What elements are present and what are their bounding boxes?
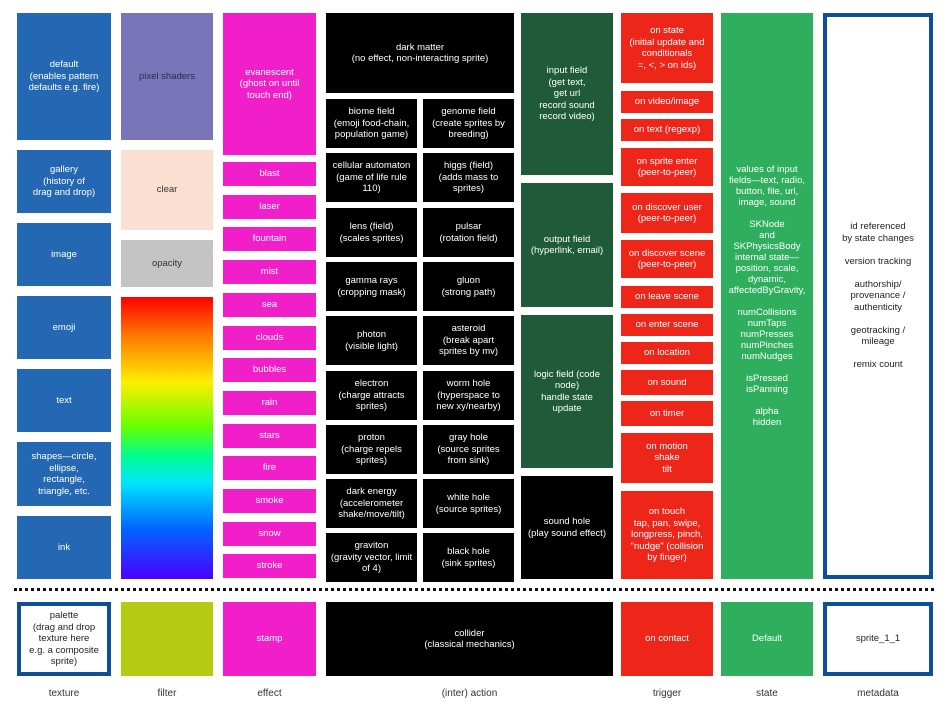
texture-emoji[interactable]: emoji (17, 296, 111, 359)
trigger-item[interactable]: on leave scene (621, 286, 713, 308)
action-right-item[interactable]: black hole (sink sprites) (423, 533, 514, 582)
output-field[interactable]: output field (hyperlink, email) (521, 183, 613, 307)
state-values[interactable]: values of input fields—text, radio, butt… (721, 13, 813, 579)
texture-image[interactable]: image (17, 223, 111, 286)
action-left-item[interactable]: lens (field) (scales sprites) (326, 208, 417, 257)
effect-evanescent[interactable]: evanescent (ghost on until touch end) (223, 13, 316, 155)
logic-field[interactable]: logic field (code node) handle state upd… (521, 315, 613, 468)
effect-item[interactable]: clouds (223, 326, 316, 350)
action-dark-matter[interactable]: dark matter (no effect, non-interacting … (326, 13, 514, 93)
action-right-item[interactable]: white hole (source sprites) (423, 479, 514, 528)
action-left-item[interactable]: photon (visible light) (326, 316, 417, 365)
metadata-panel[interactable]: id referenced by state changes version t… (823, 13, 933, 579)
action-right-item[interactable]: genome field (create sprites by breeding… (423, 99, 514, 148)
filter-opacity[interactable]: opacity (121, 240, 213, 287)
effect-stamp[interactable]: stamp (223, 602, 316, 676)
effect-item[interactable]: blast (223, 162, 316, 186)
texture-ink[interactable]: ink (17, 516, 111, 579)
trigger-item[interactable]: on sound (621, 370, 713, 395)
metadata-sprite-id[interactable]: sprite_1_1 (823, 602, 933, 676)
trigger-item[interactable]: on discover scene (peer-to-peer) (621, 240, 713, 278)
texture-gallery[interactable]: gallery (history of drag and drop) (17, 150, 111, 213)
trigger-item[interactable]: on text (regexp) (621, 119, 713, 141)
trigger-item[interactable]: on location (621, 342, 713, 364)
effect-item[interactable]: fire (223, 456, 316, 480)
action-right-item[interactable]: higgs (field) (adds mass to sprites) (423, 153, 514, 202)
trigger-item[interactable]: on enter scene (621, 314, 713, 336)
filter-lime-swatch[interactable] (121, 602, 213, 676)
action-left-item[interactable]: gamma rays (cropping mask) (326, 262, 417, 311)
trigger-item[interactable]: on timer (621, 401, 713, 426)
trigger-item[interactable]: on state (initial update and conditional… (621, 13, 713, 83)
action-left-item[interactable]: electron (charge attracts sprites) (326, 371, 417, 420)
trigger-on-contact[interactable]: on contact (621, 602, 713, 676)
effect-item[interactable]: snow (223, 522, 316, 546)
action-left-item[interactable]: cellular automaton (game of life rule 11… (326, 153, 417, 202)
texture-default[interactable]: default (enables pattern defaults e.g. f… (17, 13, 111, 140)
label-metadata: metadata (857, 687, 899, 699)
texture-text[interactable]: text (17, 369, 111, 432)
action-left-item[interactable]: proton (charge repels sprites) (326, 425, 417, 474)
label-effect: effect (257, 687, 282, 699)
filter-pixel-shaders[interactable]: pixel shaders (121, 13, 213, 140)
sound-hole[interactable]: sound hole (play sound effect) (521, 476, 613, 579)
label-state: state (756, 687, 778, 699)
action-right-item[interactable]: gray hole (source sprites from sink) (423, 425, 514, 474)
effect-item[interactable]: stars (223, 424, 316, 448)
dotted-separator (14, 588, 934, 591)
effect-item[interactable]: laser (223, 195, 316, 219)
filter-color-spectrum[interactable] (121, 297, 213, 579)
effect-item[interactable]: smoke (223, 489, 316, 513)
action-left-item[interactable]: biome field (emoji food-chain, populatio… (326, 99, 417, 148)
effect-item[interactable]: stroke (223, 554, 316, 578)
action-right-item[interactable]: gluon (strong path) (423, 262, 514, 311)
effect-item[interactable]: mist (223, 260, 316, 284)
trigger-item[interactable]: on motion shake tilt (621, 433, 713, 483)
action-left-item[interactable]: graviton (gravity vector, limit of 4) (326, 533, 417, 582)
trigger-item[interactable]: on sprite enter (peer-to-peer) (621, 148, 713, 186)
trigger-item[interactable]: on discover user (peer-to-peer) (621, 193, 713, 233)
input-field[interactable]: input field (get text, get url record so… (521, 13, 613, 175)
action-left-item[interactable]: dark energy (accelerometer shake/move/ti… (326, 479, 417, 528)
label-filter: filter (157, 687, 177, 699)
texture-palette[interactable]: palette (drag and drop texture here e.g.… (17, 602, 111, 676)
label-texture: texture (48, 687, 80, 699)
effect-item[interactable]: rain (223, 391, 316, 415)
effect-item[interactable]: fountain (223, 227, 316, 251)
action-collider[interactable]: collider (classical mechanics) (326, 602, 613, 676)
trigger-item[interactable]: on video/image (621, 91, 713, 113)
label-action: (inter) action (441, 687, 498, 699)
action-right-item[interactable]: pulsar (rotation field) (423, 208, 514, 257)
trigger-item[interactable]: on touch tap, pan, swipe, longpress, pin… (621, 491, 713, 579)
effect-item[interactable]: sea (223, 293, 316, 317)
effect-item[interactable]: bubbles (223, 358, 316, 382)
state-default[interactable]: Default (721, 602, 813, 676)
filter-clear[interactable]: clear (121, 150, 213, 230)
action-right-item[interactable]: worm hole (hyperspace to new xy/nearby) (423, 371, 514, 420)
label-trigger: trigger (652, 687, 682, 699)
texture-shapes[interactable]: shapes—circle, ellipse, rectangle, trian… (17, 442, 111, 506)
action-right-item[interactable]: asteroid (break apart sprites by mv) (423, 316, 514, 365)
